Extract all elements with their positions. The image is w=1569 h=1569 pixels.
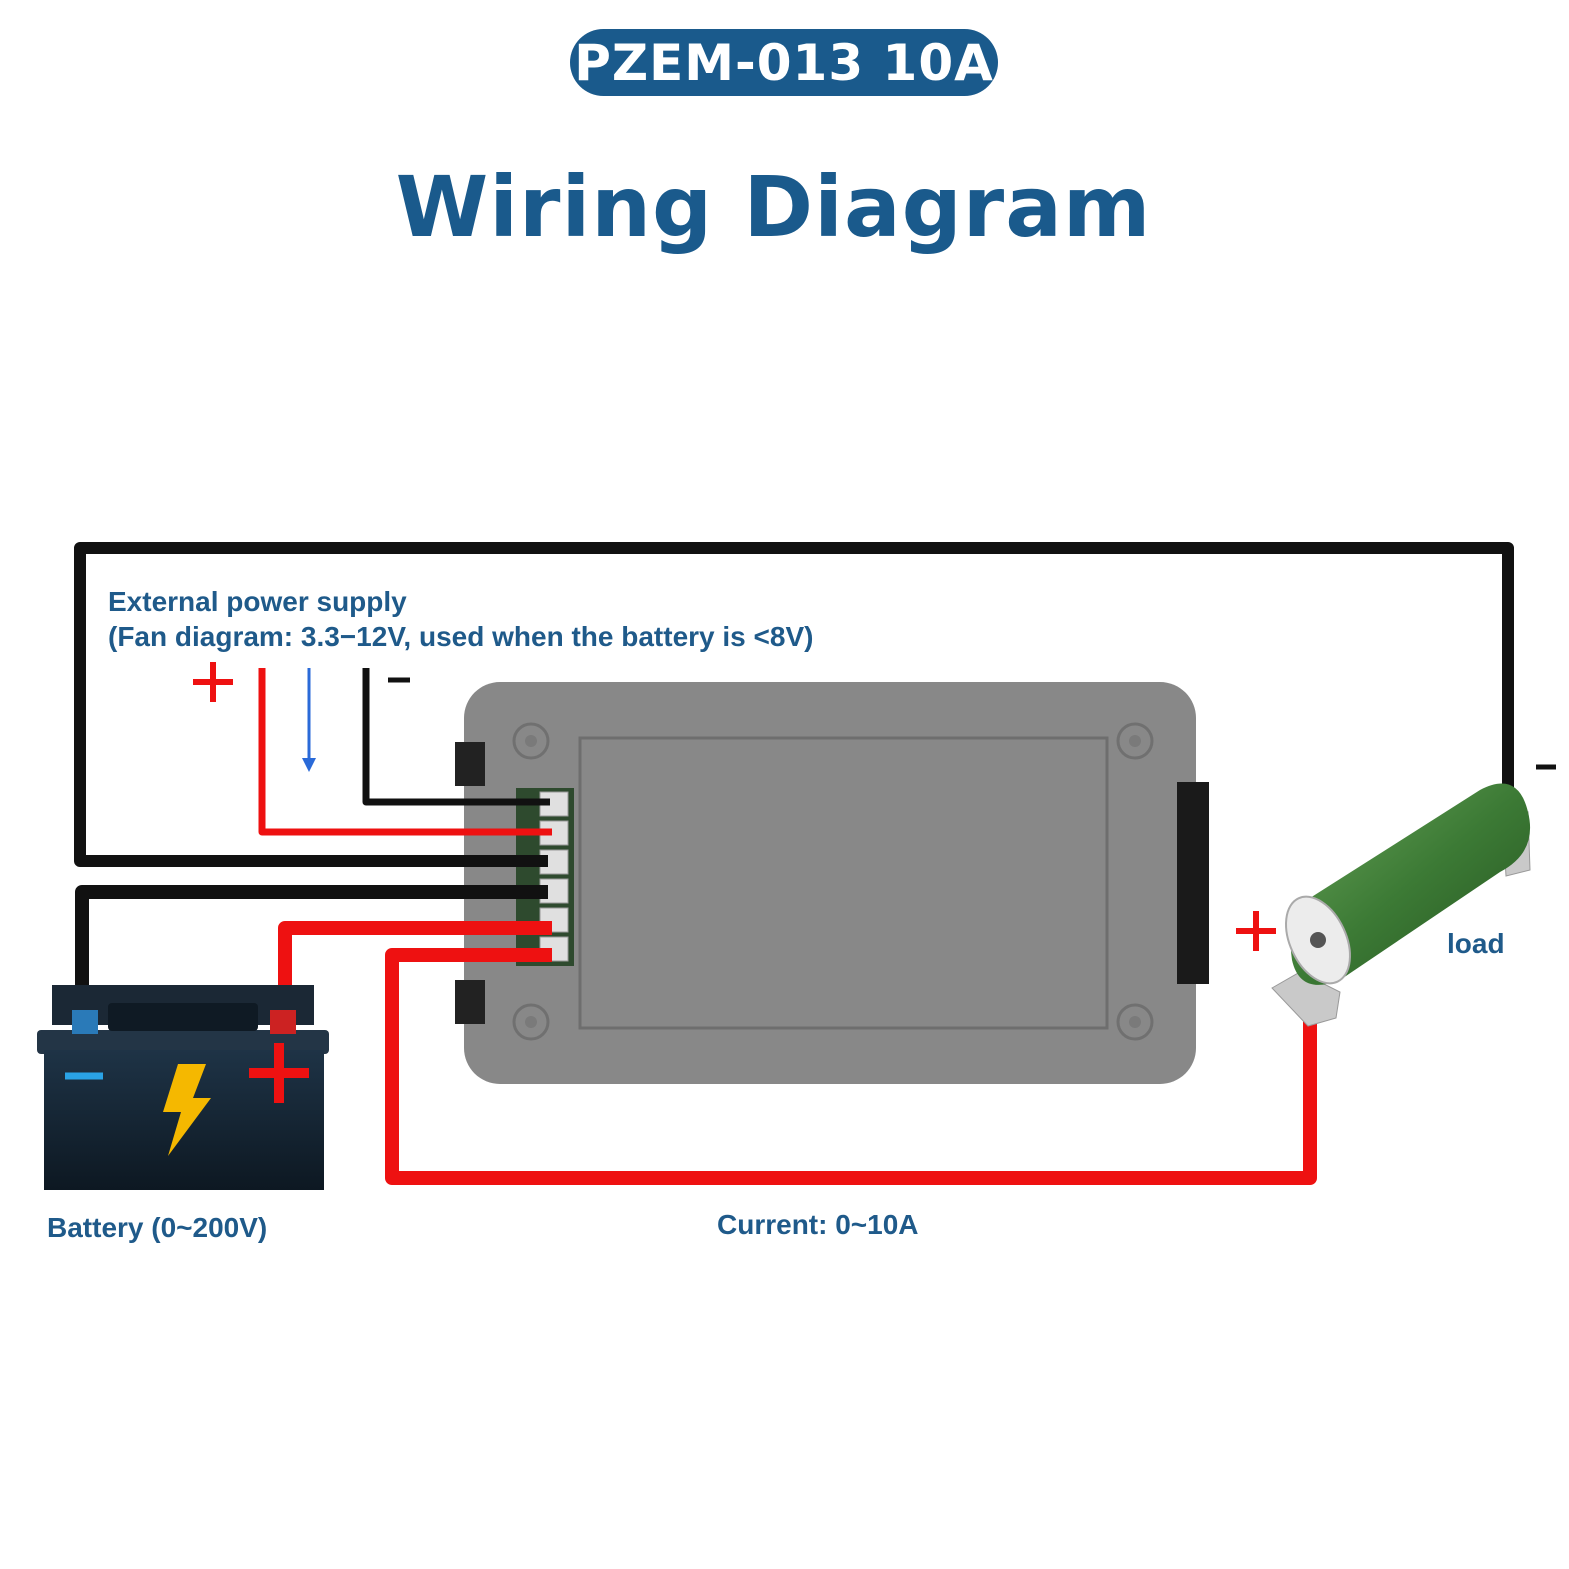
external-supply-note: (Fan diagram: 3.3−12V, used when the bat… [108,621,814,652]
lightning-bolt-icon [163,1064,211,1156]
battery-top-lid [37,1030,329,1054]
resistor-body [1290,783,1531,985]
resistor-bracket-left [1271,971,1341,1027]
plus-sign-icon [1236,911,1276,951]
meter-display-frame [578,736,1109,1030]
terminal-block [516,788,574,966]
load-resistor [1236,764,1556,1027]
wire-load-negative [74,542,1514,867]
page-title: Wiring Diagram [395,158,1152,256]
model-badge: PZEM-013 10A [570,29,998,96]
plus-sign-icon [193,662,233,702]
meter-body [464,682,1196,1084]
external-supply-label: External power supply [108,586,407,617]
screw-hole-top-left [512,722,550,760]
battery-positive-terminal [270,1010,296,1034]
wire-load-positive [385,935,1317,1185]
current-label: Current: 0~10A [717,1209,919,1240]
load-label: load [1447,928,1505,959]
battery-negative-terminal [72,1010,98,1034]
wire-battery-negative [75,885,548,1015]
wire-supply-negative [362,668,550,806]
down-arrow-icon [302,668,316,772]
battery-label: Battery (0~200V) [47,1212,268,1243]
meter-module [455,682,1209,1084]
screw-hole-top-right [1116,722,1154,760]
wire-supply-positive [258,668,552,836]
clip-top-left [455,742,485,786]
clip-bottom-left [455,980,485,1024]
side-connector-right [1177,782,1209,984]
plus-sign-icon [249,1043,309,1103]
battery [37,985,329,1190]
screw-hole-bottom-right [1116,1003,1154,1041]
screw-hole-bottom-left [512,1003,550,1041]
